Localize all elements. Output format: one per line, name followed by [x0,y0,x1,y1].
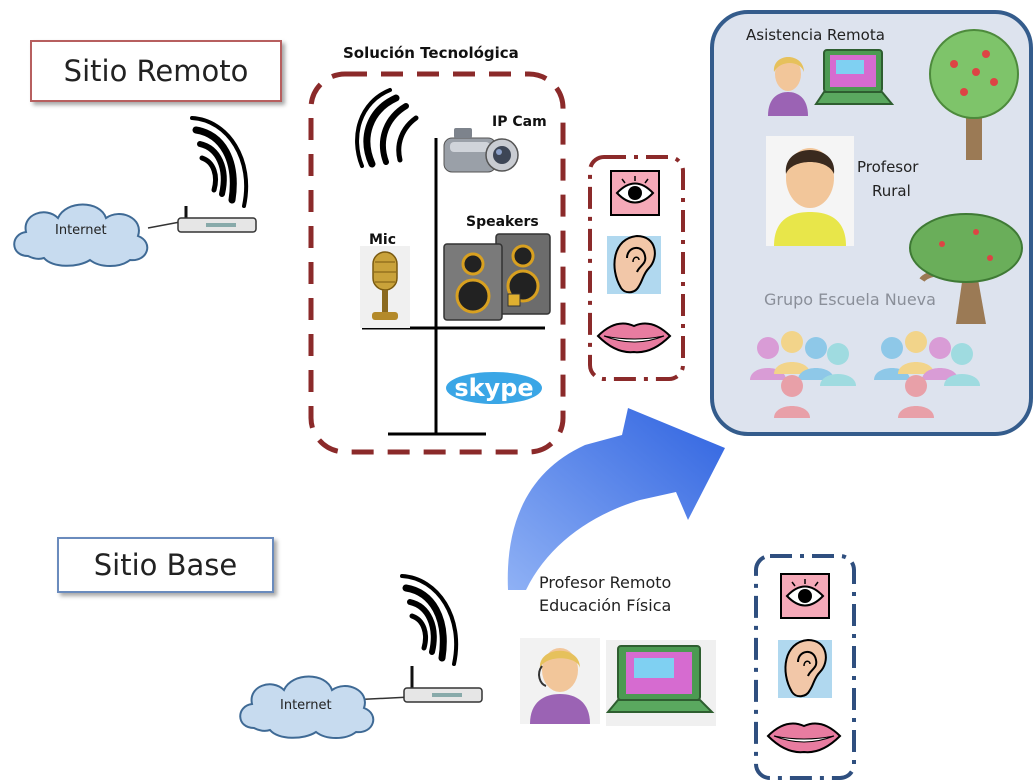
skype-logo-icon: skype [446,372,542,404]
mic-label: Mic [369,232,397,248]
rural-teacher-title: Profesor [857,158,919,176]
base-teacher-title: Profesor Remoto [539,573,672,592]
rural-teacher-avatar-icon [766,136,854,246]
ear-icon [607,234,661,294]
internet-cloud-icon [13,203,149,267]
ip-cam-label: IP Cam [492,114,547,130]
rural-teacher-subtitle: Rural [872,182,911,200]
remote-site-label: Sitio Remoto [30,40,282,102]
eye-icon [610,170,660,216]
internet-label: Internet [280,698,332,713]
base-teacher-subtitle: Educación Física [539,596,672,615]
wifi-signal-icon [190,116,249,208]
router-icon [403,666,483,703]
assistant-headset-icon [768,57,808,116]
laptop-icon [605,640,716,726]
wifi-waves-icon [355,88,419,168]
eye-icon [780,573,830,619]
group-label: Grupo Escuela Nueva [764,290,936,309]
internet-cloud-icon [239,675,375,739]
remote-assistance-title: Asistencia Remota [746,26,885,44]
microphone-icon [360,246,410,328]
wifi-signal-icon [400,574,459,666]
lips-icon [596,322,672,354]
solution-title: Solución Tecnológica [343,44,519,62]
apple-tree-icon [929,29,1019,160]
teacher-headset-icon [520,638,600,724]
ear-icon [778,638,832,698]
tree-icon [909,213,1023,324]
speakers-label: Speakers [466,214,539,230]
laptop-icon [814,49,895,105]
ip-camera-icon [443,128,519,173]
students-group-icon [750,331,980,418]
internet-label: Internet [55,223,107,238]
skype-logo-text: skype [454,374,533,402]
speakers-icon [443,233,551,321]
router-icon [177,206,257,233]
base-site-label: Sitio Base [57,537,274,593]
lips-icon [766,722,842,754]
